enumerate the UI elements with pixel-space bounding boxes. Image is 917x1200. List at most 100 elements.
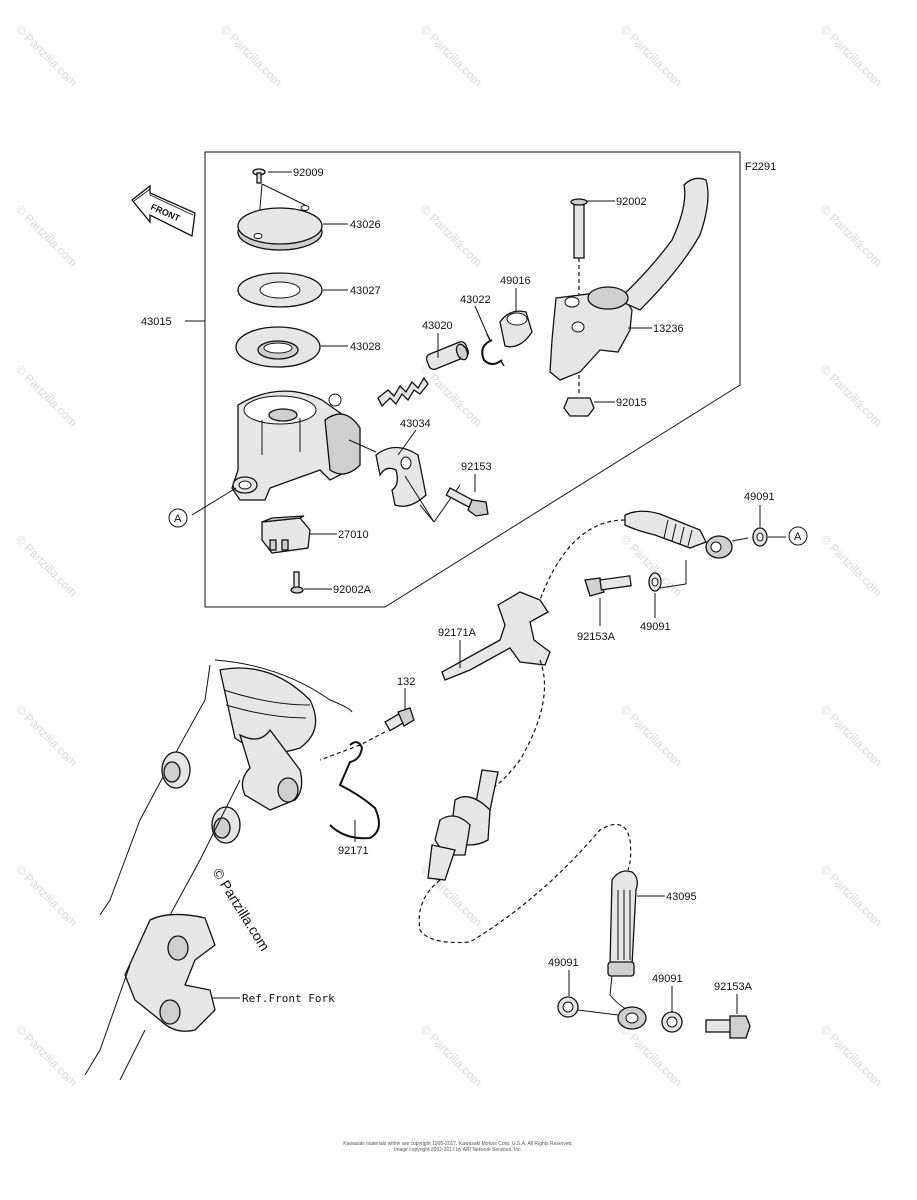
watermark: © Partzilla.com [218,22,285,89]
watermark: © Partzilla.com [618,22,685,89]
watermark: © Partzilla.com [418,862,485,929]
part-label-49091-bl: 49091 [548,957,579,969]
screw-92002a-icon [290,571,304,594]
watermark: © Partzilla.com [818,862,885,929]
bolt-132-icon [384,707,415,732]
brake-line-path [539,519,626,601]
watermark: © Partzilla.com [818,362,885,429]
part-label-92153a-bottom: 92153A [714,981,753,993]
part-label-49091-br: 49091 [652,973,683,985]
clamp-43034-icon [375,446,427,507]
brake-hose-43095-icon [607,870,638,1011]
watermark: © Partzilla.com [618,702,685,769]
part-label-92009: 92009 [293,167,324,179]
leader-line [397,429,417,456]
washer-49091-top-icon [752,527,768,547]
assembly-axis-line [319,731,386,761]
watermark: © Partzilla.com [13,702,80,769]
hose-banjo-upper-icon [624,510,733,559]
part-label-92153: 92153 [461,461,492,473]
circlip-43022-icon [481,333,505,367]
watermark: © Partzilla.com [418,1022,485,1089]
part-label-43095: 43095 [666,891,697,903]
hose-grommet-icon [427,769,499,881]
leader-line [191,487,237,516]
brake-line-path [418,823,632,944]
watermark: © Partzilla.com [418,22,485,89]
watermark: © Partzilla.com [13,862,80,929]
hose-clamp-92171a-icon [441,591,551,681]
watermark: © Partzilla.com [818,202,885,269]
watermark: © Partzilla.com [618,1022,685,1089]
part-label-43020: 43020 [422,320,453,332]
bolt-92153-icon [445,487,489,517]
diagram-code: F2291 [745,161,776,173]
callout-a-left: A [168,508,188,528]
brake-lever-13236-icon [549,177,709,381]
leader-line [419,504,435,523]
part-label-92002: 92002 [616,196,647,208]
diaphragm-43028-icon [235,326,321,368]
part-label-92171a: 92171A [438,627,477,639]
callout-letter: A [174,513,182,525]
brake-switch-27010-icon [261,515,311,554]
master-cylinder-body-icon [231,390,361,501]
part-label-49091-top: 49091 [744,491,775,503]
assembly-outline [204,151,741,608]
hose-banjo-lower-icon [617,1006,647,1030]
part-label-92015: 92015 [616,397,647,409]
screw-92009-icon [252,168,266,184]
pivot-bolt-92002-icon [570,198,588,259]
nut-92015-icon [563,397,595,417]
reservoir-cap-43026-icon [237,205,323,251]
leader-line [404,475,435,523]
plate-43027-icon [237,272,323,308]
washer-49091-mid-icon [648,572,662,592]
watermark: © Partzilla.com [818,1022,885,1089]
leader-line [731,537,749,542]
fork-reference: Ref.Front Fork [242,992,335,1005]
part-label-92171: 92171 [338,845,369,857]
footer-image-credit: Image copyright 2002-2017 by ARI Network… [394,1147,522,1153]
watermark: © Partzilla.com [418,202,485,269]
part-label-43028: 43028 [350,341,381,353]
part-label-49016: 49016 [500,275,531,287]
watermark: © Partzilla.com [818,532,885,599]
leader-line [261,183,306,206]
footer-copyright: Kawasaki materials within are copyright … [343,1141,573,1147]
watermark: © Partzilla.com [13,202,80,269]
leader-line [348,439,377,453]
part-label-92002a: 92002A [333,584,372,596]
part-label-43022: 43022 [460,294,491,306]
part-label-27010: 27010 [338,529,369,541]
watermark-layer: © Partzilla.com © Partzilla.com © Partzi… [13,22,885,1089]
banjo-bolt-92153a-top-icon [584,575,632,597]
center-watermark: © Partzilla.com [209,865,273,953]
part-label-43027: 43027 [350,285,381,297]
watermark: © Partzilla.com [13,532,80,599]
hose-clip-92171-icon [329,741,380,840]
brake-line-path [489,659,546,791]
front-fork-icon [84,659,353,1081]
part-label-43015: 43015 [141,316,172,328]
watermark: © Partzilla.com [13,362,80,429]
leader-line [474,305,489,337]
part-label-92153a-top: 92153A [577,631,616,643]
watermark: © Partzilla.com [818,22,885,89]
boot-49016-icon [499,310,533,348]
part-label-43026: 43026 [350,219,381,231]
watermark: © Partzilla.com [818,702,885,769]
callout-a-right: A [788,526,808,546]
part-label-132: 132 [397,676,415,688]
callout-letter: A [794,531,802,543]
washer-49091-bl-icon [557,996,579,1018]
watermark: © Partzilla.com [13,1022,80,1089]
leader-line [659,583,687,589]
washer-49091-br-icon [661,1011,683,1033]
banjo-bolt-92153a-bottom-icon [705,1015,751,1039]
part-label-43034: 43034 [400,418,431,430]
front-arrow-icon: FRONT [131,184,196,237]
piston-spring-43020-icon [377,341,470,408]
watermark: © Partzilla.com [13,22,80,89]
